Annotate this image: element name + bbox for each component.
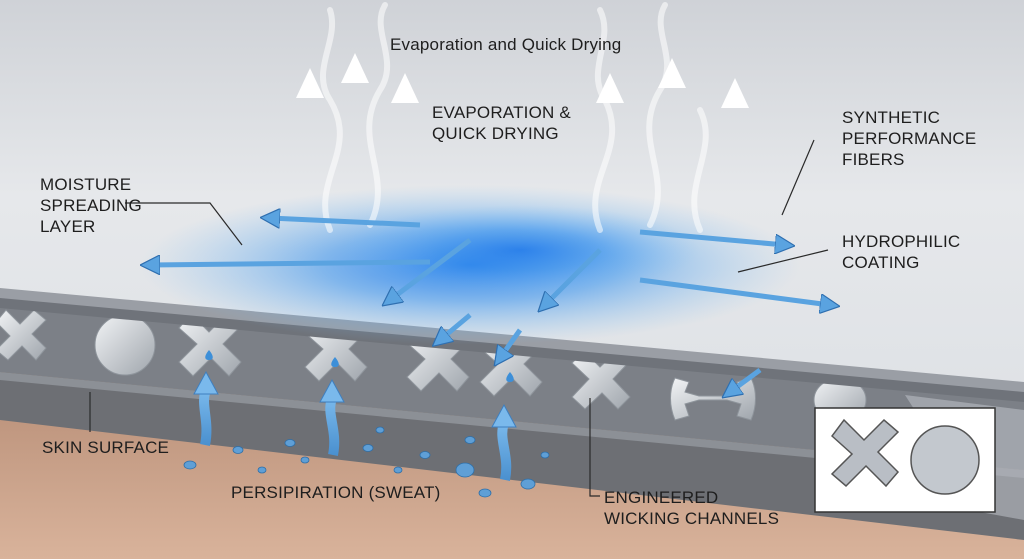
label-evaporation: EVAPORATION & QUICK DRYING — [432, 102, 571, 144]
droplet-icon — [205, 350, 213, 360]
perspiration-arrows — [193, 370, 517, 481]
fiber-x-1 — [0, 309, 47, 361]
up-arrow-icon — [721, 78, 749, 220]
fiber-inset — [814, 395, 1024, 520]
up-arrow-icon — [341, 53, 369, 200]
up-arrow-icon — [491, 403, 517, 481]
label-hydrophilic: HYDROPHILIC COATING — [842, 231, 960, 273]
label-moisture-line3: LAYER — [40, 217, 96, 236]
label-engineered-channels: ENGINEERED WICKING CHANNELS — [604, 487, 779, 529]
fiber-channel-bed — [0, 298, 1024, 470]
label-synthetic-fibers: SYNTHETIC PERFORMANCE FIBERS — [842, 107, 976, 170]
label-channels-line1: ENGINEERED — [604, 488, 719, 507]
label-synthetic-line1: SYNTHETIC — [842, 108, 941, 127]
label-moisture-line1: MOISTURE — [40, 175, 132, 194]
label-moisture-line2: SPREADING — [40, 196, 142, 215]
droplet-icon — [506, 372, 514, 382]
up-arrow-icon — [296, 68, 324, 210]
fiber-x-6 — [571, 350, 631, 410]
label-perspiration: PERSIPIRATION (SWEAT) — [231, 483, 441, 502]
spreading-arrows — [150, 218, 830, 392]
up-arrow-icon — [193, 370, 219, 446]
label-evaporation-line1: EVAPORATION & — [432, 103, 571, 122]
sweat-droplets — [183, 426, 550, 498]
base-layer — [0, 372, 1024, 540]
label-synthetic-line2: PERFORMANCE — [842, 129, 977, 148]
fiber-round-1 — [94, 314, 156, 376]
up-arrow-icon — [658, 58, 686, 205]
up-arrow-icon — [596, 73, 624, 215]
round-fiber-icon — [910, 425, 980, 495]
up-arrow-icon — [319, 378, 345, 456]
label-moisture-spreading: MOISTURE SPREADING LAYER — [40, 174, 142, 237]
cross-section-fiber-icon — [830, 418, 900, 488]
label-channels-line2: WICKING CHANNELS — [604, 509, 780, 528]
up-arrow-icon — [391, 73, 419, 210]
fiber-x-2 — [178, 313, 242, 377]
label-evaporation-line2: QUICK DRYING — [432, 124, 559, 143]
evaporation-arrows — [296, 53, 749, 220]
droplet-icon — [331, 357, 339, 367]
title-evaporation-quick-drying: Evaporation and Quick Drying — [390, 35, 622, 54]
label-hydrophilic-line1: HYDROPHILIC — [842, 232, 961, 251]
label-skin-surface: SKIN SURFACE — [42, 438, 170, 457]
leader-lines — [89, 139, 829, 497]
label-hydrophilic-line2: COATING — [842, 253, 920, 272]
label-synthetic-line3: FIBERS — [842, 150, 905, 169]
